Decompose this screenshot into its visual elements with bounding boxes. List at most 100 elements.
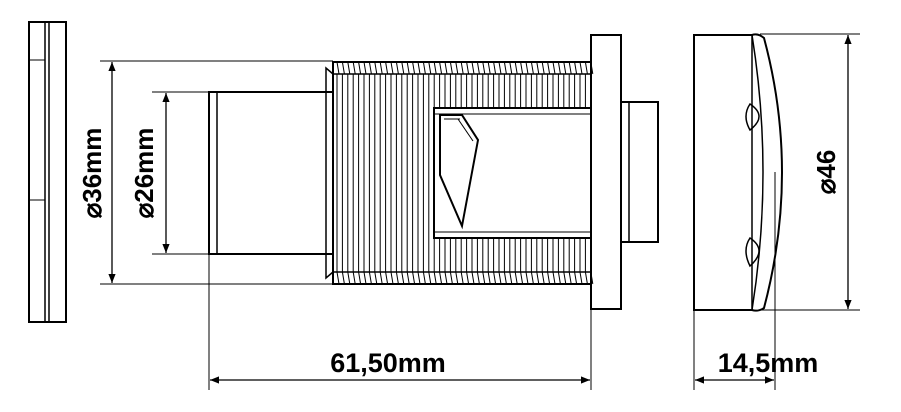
- thread-line: [368, 271, 372, 285]
- right-flange: [590, 34, 659, 310]
- thread-line: [557, 61, 561, 75]
- thread-line: [439, 271, 443, 285]
- thread-line: [412, 271, 416, 285]
- thread-line: [363, 271, 367, 285]
- thread-line: [395, 61, 399, 75]
- thread-line: [487, 61, 491, 75]
- thread-line: [552, 61, 556, 75]
- thread-line: [498, 61, 502, 75]
- threaded-body: [325, 61, 594, 285]
- thread-line: [460, 271, 464, 285]
- thread-line: [579, 61, 583, 75]
- dia-36-label: 36mm: [77, 128, 107, 203]
- thread-line: [520, 271, 524, 285]
- thread-line: [466, 271, 470, 285]
- thread-line: [520, 61, 524, 75]
- thread-line: [449, 61, 453, 75]
- thread-line: [471, 271, 475, 285]
- thread-line: [412, 61, 416, 75]
- thread-line: [336, 61, 340, 75]
- svg-text:⌀26mm: ⌀26mm: [129, 128, 159, 219]
- thread-line: [471, 61, 475, 75]
- thread-line: [390, 271, 394, 285]
- thread-line: [552, 271, 556, 285]
- thread-line: [428, 271, 432, 285]
- width-label: 14,5mm: [718, 348, 819, 378]
- thread-line: [476, 61, 480, 75]
- thread-line: [574, 271, 578, 285]
- thread-line: [568, 271, 572, 285]
- dimension-dia-46: ⌀46: [760, 33, 860, 311]
- thread-line: [417, 271, 421, 285]
- thread-line: [341, 61, 345, 75]
- thread-line: [379, 271, 383, 285]
- thread-line: [482, 271, 486, 285]
- thread-line: [352, 271, 356, 285]
- thread-line: [563, 271, 567, 285]
- thread-line: [422, 61, 426, 75]
- thread-line: [374, 61, 378, 75]
- thread-line: [530, 271, 534, 285]
- thread-line: [417, 61, 421, 75]
- dia-symbol: ⌀: [129, 202, 159, 218]
- thread-line: [336, 271, 340, 285]
- thread-line: [385, 61, 389, 75]
- thread-line: [584, 271, 588, 285]
- thread-line: [503, 61, 507, 75]
- thread-line: [563, 61, 567, 75]
- svg-text:⌀36mm: ⌀36mm: [77, 128, 107, 219]
- thread-line: [460, 61, 464, 75]
- thread-line: [455, 61, 459, 75]
- thread-line: [439, 61, 443, 75]
- thread-line: [557, 271, 561, 285]
- thread-line: [525, 61, 529, 75]
- thread-line: [568, 61, 572, 75]
- dimension-width: 14,5mm: [693, 172, 819, 390]
- thread-line: [503, 271, 507, 285]
- dimension-length: 61,50mm: [208, 254, 592, 390]
- thread-line: [395, 271, 399, 285]
- thread-line: [406, 61, 410, 75]
- thread-line: [541, 271, 545, 285]
- thread-line: [363, 61, 367, 75]
- thread-line: [547, 271, 551, 285]
- thread-line: [498, 271, 502, 285]
- thread-line: [482, 61, 486, 75]
- thread-line: [390, 61, 394, 75]
- thread-line: [444, 271, 448, 285]
- dimension-dia-26: ⌀26mm: [129, 91, 209, 255]
- thread-line: [433, 271, 437, 285]
- knob-cap: [693, 33, 783, 312]
- thread-line: [584, 61, 588, 75]
- thread-line: [401, 271, 405, 285]
- thread-line: [455, 271, 459, 285]
- thread-line: [428, 61, 432, 75]
- dia-symbol: ⌀: [811, 178, 841, 194]
- thread-line: [379, 61, 383, 75]
- dia-26-label: 26mm: [129, 128, 159, 203]
- thread-line: [493, 61, 497, 75]
- dimension-dia-36: ⌀ 36mm: [77, 60, 333, 285]
- thread-line: [509, 271, 513, 285]
- thread-line: [358, 271, 362, 285]
- length-label: 61,50mm: [330, 348, 446, 378]
- thread-line: [525, 271, 529, 285]
- thread-line: [547, 61, 551, 75]
- dia-46-label: 46: [811, 150, 841, 179]
- thread-line: [406, 271, 410, 285]
- thread-line: [536, 271, 540, 285]
- thread-line: [574, 61, 578, 75]
- thread-line: [476, 271, 480, 285]
- thread-line: [444, 61, 448, 75]
- thread-line: [352, 61, 356, 75]
- thread-line: [433, 61, 437, 75]
- thread-line: [401, 61, 405, 75]
- thread-line: [530, 61, 534, 75]
- thread-line: [487, 271, 491, 285]
- thread-line: [514, 271, 518, 285]
- thread-line: [541, 61, 545, 75]
- thread-line: [341, 271, 345, 285]
- thread-line: [579, 271, 583, 285]
- thread-line: [374, 271, 378, 285]
